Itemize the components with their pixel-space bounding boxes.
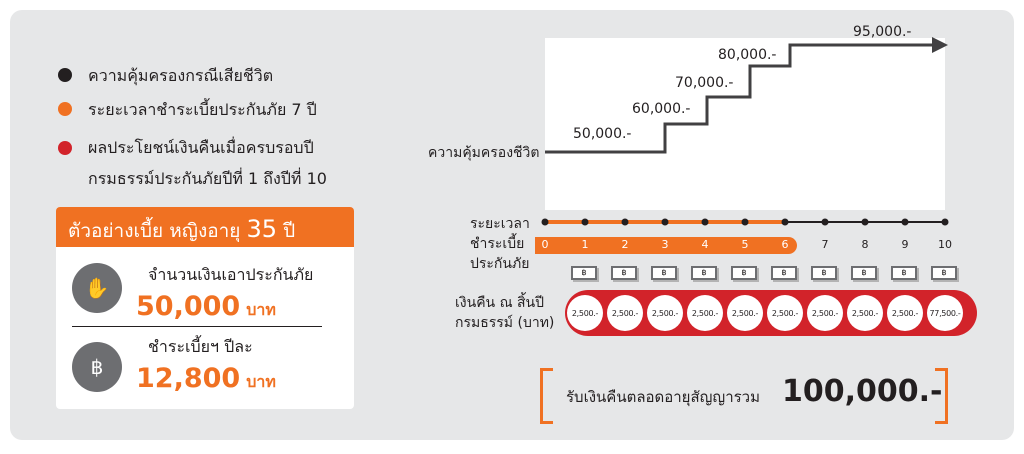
- card-title: ตัวอย่างเบี้ย หญิงอายุ 35 ปี: [56, 207, 354, 247]
- card-title-text: ตัวอย่างเบี้ย หญิงอายุ: [68, 220, 241, 242]
- cashback-coin: 2,500.-: [647, 295, 683, 331]
- total-label: รับเงินคืนตลอดอายุสัญญารวม: [566, 388, 760, 406]
- card-age: 35: [246, 215, 278, 243]
- legend-item-death-coverage: ความคุ้มครองกรณีเสียชีวิต: [58, 64, 273, 89]
- cashback-coin: 2,500.-: [767, 295, 803, 331]
- timeline-dot: [861, 218, 869, 226]
- black-dot-icon: [58, 68, 72, 82]
- sum-insured-amount: 50,000: [136, 291, 241, 322]
- banknote-icon: ฿: [571, 266, 597, 280]
- cashback-label: เงินคืน ณ สิ้นปี กรมธรรม์ (บาท): [455, 293, 554, 333]
- year-label: 0: [541, 238, 549, 251]
- timeline-dot: [701, 218, 709, 226]
- legend-label: ระยะเวลาชำระเบี้ยประกันภัย 7 ปี: [88, 100, 317, 119]
- legend-label-2: กรมธรรม์ประกันภัยปีที่ 1 ถึงปีที่ 10: [88, 169, 327, 188]
- timeline-dot: [741, 218, 749, 226]
- coverage-chart-area: [545, 38, 945, 210]
- timeline-dot: [781, 218, 789, 226]
- cashback-coin: 2,500.-: [727, 295, 763, 331]
- annual-premium-amount: 12,800: [136, 363, 241, 394]
- total-box: รับเงินคืนตลอดอายุสัญญารวม 100,000.-: [540, 368, 948, 424]
- payment-period-pill: [535, 237, 797, 254]
- timeline-line: [541, 218, 949, 226]
- year-label: 6: [781, 238, 789, 251]
- currency: บาท: [246, 372, 276, 391]
- timeline-dot: [661, 218, 669, 226]
- currency: บาท: [246, 300, 276, 319]
- timeline-dot: [621, 218, 629, 226]
- legend-label: ผลประโยชน์เงินคืนเมื่อครบรอบปี: [88, 138, 314, 157]
- cashback-coin: 2,500.-: [807, 295, 843, 331]
- timeline-dot: [821, 218, 829, 226]
- banknote-icon: ฿: [771, 266, 797, 280]
- coverage-label: ความคุ้มครองชีวิต: [428, 145, 540, 161]
- coverage-step-label: 80,000.-: [718, 47, 777, 63]
- year-label: 1: [581, 238, 589, 251]
- payment-period-label: ระยะเวลา ชำระเบี้ย ประกันภัย: [470, 214, 530, 274]
- premium-example-card: ตัวอย่างเบี้ย หญิงอายุ 35 ปี ✋ จำนวนเงิน…: [56, 207, 354, 409]
- banknote-icon: ฿: [931, 266, 957, 280]
- red-dot-icon: [58, 141, 72, 155]
- hand-banknote-icon: ✋: [72, 263, 122, 313]
- year-label: 10: [938, 238, 952, 251]
- total-value: 100,000.-: [782, 374, 943, 409]
- annual-premium-label: ชำระเบี้ยฯ ปีละ: [148, 337, 253, 356]
- label-line: กรมธรรม์ (บาท): [455, 315, 555, 331]
- arrow-head-icon: [932, 37, 948, 53]
- banknote-icon: ฿: [811, 266, 837, 280]
- label-line: ประกันภัย: [470, 256, 530, 272]
- cashback-coin: 2,500.-: [567, 295, 603, 331]
- coverage-step-line: [545, 43, 935, 154]
- coverage-step-label: 50,000.-: [573, 126, 632, 142]
- card-age-unit: ปี: [283, 220, 296, 242]
- year-label: 2: [621, 238, 629, 251]
- timeline-dot: [541, 218, 549, 226]
- year-label: 9: [901, 238, 909, 251]
- cashback-coin: 2,500.-: [607, 295, 643, 331]
- coverage-step-label: 70,000.-: [675, 75, 734, 91]
- banknote-icon: ฿: [891, 266, 917, 280]
- timeline-dot: [581, 218, 589, 226]
- hand-coin-icon: ฿: [72, 342, 122, 392]
- year-label: 8: [861, 238, 869, 251]
- year-label: 5: [741, 238, 749, 251]
- year-label: 4: [701, 238, 709, 251]
- annual-premium-value: 12,800 บาท: [136, 363, 276, 395]
- coverage-step-label: 95,000.-: [853, 24, 912, 40]
- legend-label: ความคุ้มครองกรณีเสียชีวิต: [88, 66, 274, 85]
- cashback-coin: 2,500.-: [887, 295, 923, 331]
- timeline-dot: [941, 218, 949, 226]
- label-line: ชำระเบี้ย: [470, 236, 525, 252]
- orange-dot-icon: [58, 102, 72, 116]
- sum-insured-label: จำนวนเงินเอาประกันภัย: [148, 265, 314, 284]
- cashback-coin: 2,500.-: [847, 295, 883, 331]
- label-line: ระยะเวลา: [470, 216, 530, 232]
- legend-item-cashback: ผลประโยชน์เงินคืนเมื่อครบรอบปีกรมธรรม์ปร…: [58, 132, 327, 194]
- cashback-coin: 2,500.-: [687, 295, 723, 331]
- year-label: 3: [661, 238, 669, 251]
- label-line: เงินคืน ณ สิ้นปี: [455, 295, 545, 311]
- divider: [72, 326, 322, 327]
- coverage-step-label: 60,000.-: [632, 101, 691, 117]
- banknote-icon: ฿: [611, 266, 637, 280]
- banknote-icon: ฿: [851, 266, 877, 280]
- cashback-coin: 77,500.-: [927, 295, 963, 331]
- banknote-icon: ฿: [691, 266, 717, 280]
- timeline-dot: [901, 218, 909, 226]
- legend-item-payment-period: ระยะเวลาชำระเบี้ยประกันภัย 7 ปี: [58, 98, 317, 123]
- banknote-icon: ฿: [731, 266, 757, 280]
- banknote-icon: ฿: [651, 266, 677, 280]
- sum-insured-value: 50,000 บาท: [136, 291, 276, 323]
- year-label: 7: [821, 238, 829, 251]
